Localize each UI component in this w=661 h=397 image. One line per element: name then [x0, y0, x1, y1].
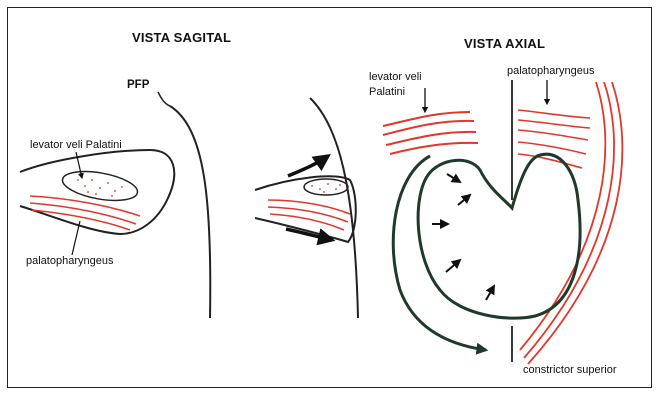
velopharyngeal-lumen — [418, 154, 580, 318]
constrictor-label: constrictor superior — [523, 364, 617, 376]
levator-muscle-dots — [77, 179, 123, 197]
inward-arrow-5 — [458, 195, 470, 205]
levator-sagittal-label: levator veli Palatini — [30, 139, 122, 151]
inward-arrow-3 — [446, 260, 460, 272]
palatopharyngeus-sagittal-label: palatopharyngeus — [26, 255, 113, 267]
levator-axial-label-line2: Palatini — [369, 86, 405, 98]
inward-arrow-4 — [486, 286, 494, 300]
closure-arrow-upper — [288, 156, 328, 176]
palatopharyngeus-axial-label: palatopharyngeus — [507, 65, 594, 77]
sagittal-view-title: VISTA SAGITAL — [132, 31, 231, 45]
pfp-label: PFP — [127, 79, 149, 92]
posterior-pharyngeal-wall — [170, 106, 210, 318]
axial-view — [383, 80, 622, 364]
soft-palate-outline — [20, 150, 174, 234]
palatopharyngeus-pointer — [72, 221, 80, 255]
levator-axial-line-4 — [390, 143, 478, 154]
levator-muscle-2-dots — [311, 183, 341, 193]
palatopharyngeus-line-1 — [30, 196, 140, 216]
sagittal-view-closure — [255, 98, 358, 318]
axial-view-title: VISTA AXIAL — [464, 37, 545, 51]
pfp-pointer-line — [158, 92, 170, 106]
levator-axial-label-line1: levator veli — [369, 71, 422, 83]
lateral-wall-arrow — [393, 156, 486, 350]
sagittal-view-rest — [20, 92, 210, 318]
inward-arrow-1 — [447, 174, 460, 182]
levator-muscle-2 — [304, 179, 348, 195]
